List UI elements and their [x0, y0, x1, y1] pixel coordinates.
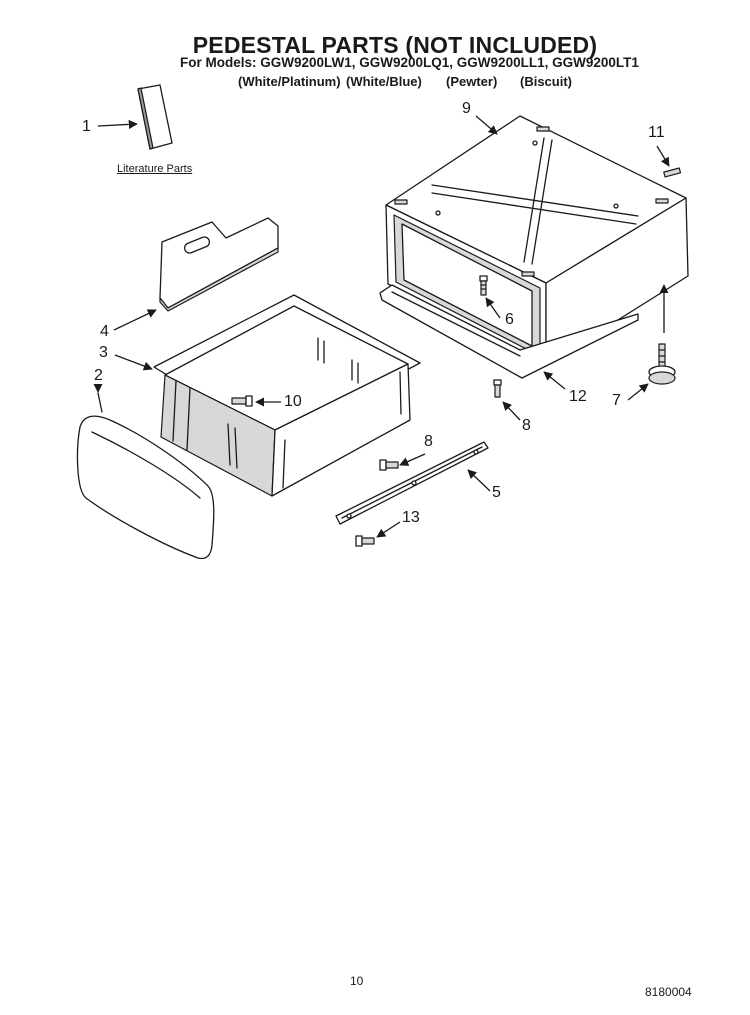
literature-parts-label: Literature Parts: [117, 163, 193, 175]
part-literature: [137, 84, 173, 150]
part-screw-6: [479, 275, 488, 296]
models-line: For Models: GGW9200LW1, GGW9200LQ1, GGW9…: [180, 55, 639, 70]
model-variant-white-platinum: (White/Platinum): [238, 74, 341, 89]
model-variant-biscuit: (Biscuit): [520, 74, 572, 89]
callout-11: 11: [648, 124, 665, 141]
callout-1: 1: [82, 118, 91, 135]
page-title: PEDESTAL PARTS (NOT INCLUDED): [192, 32, 598, 58]
part-drawer-slide: [335, 441, 489, 525]
page-number: 10: [350, 974, 364, 988]
callout-7: 7: [612, 392, 621, 409]
part-drawer-basket: [153, 294, 421, 497]
part-screw-8a: [379, 459, 399, 471]
callout-8b: 8: [522, 417, 531, 434]
part-front-panel: [76, 392, 215, 560]
callout-6: 6: [505, 311, 514, 328]
model-variant-white-blue: (White/Blue): [346, 74, 422, 89]
callout-4: 4: [100, 323, 109, 340]
callout-3: 3: [99, 344, 108, 361]
callout-5: 5: [492, 484, 501, 501]
callout-2: 2: [94, 367, 103, 384]
callout-10: 10: [284, 393, 302, 410]
part-screw-13: [355, 535, 375, 547]
part-shield-panel: [159, 217, 279, 312]
part-screw-10: [231, 395, 253, 407]
part-base-plate: [379, 284, 639, 379]
callout-13: 13: [402, 509, 420, 526]
model-variant-pewter: (Pewter): [446, 74, 498, 89]
callout-12: 12: [569, 388, 587, 405]
part-foot-pad: [663, 167, 682, 178]
part-screw-8b: [493, 379, 502, 398]
callout-9: 9: [462, 100, 471, 117]
part-leveling-leg: [648, 343, 676, 385]
callout-leaders: [93, 115, 670, 538]
document-number: 8180004: [645, 985, 692, 999]
part-pedestal-cabinet: [385, 115, 689, 366]
callout-8a: 8: [424, 433, 433, 450]
